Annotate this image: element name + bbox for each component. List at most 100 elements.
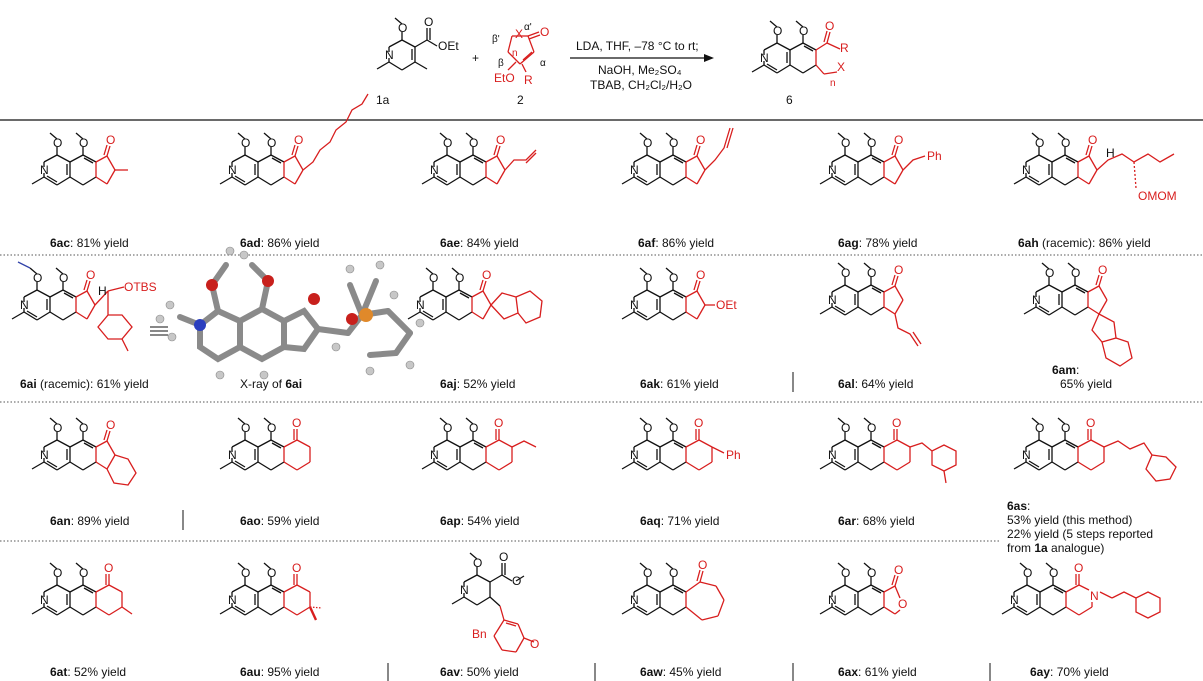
compound-6ah-structure: H OMOM: [1013, 132, 1177, 203]
compound-6ae-structure: [421, 132, 537, 186]
compound-6am-structure: [1023, 262, 1133, 367]
ester-oxygen: O: [424, 15, 433, 29]
caption-6at: 6at: 52% yield: [50, 665, 126, 679]
caption-6ar: 6ar: 68% yield: [838, 514, 915, 528]
benzyl-label: Bn: [472, 627, 487, 641]
plus-sign: +: [472, 51, 479, 65]
caption-6as: 6as:: [1007, 499, 1030, 513]
r-group-label: R: [524, 73, 533, 87]
ring-heteroatom: X: [837, 60, 845, 74]
caption-6av: 6av: 50% yield: [440, 665, 519, 679]
methoxy-oxygen: O: [398, 21, 407, 35]
compound-6as-structure: [1013, 415, 1177, 482]
reactant-2-structure: X O EtO R n α' β' β α: [492, 22, 549, 87]
lactone-ring-oxygen: O: [898, 597, 907, 611]
caption-6ag: 6ag: 78% yield: [838, 236, 917, 250]
enone-oxygen: O: [530, 637, 539, 651]
product-6-structure: O R X n: [751, 19, 849, 89]
compound-6aw-structure: O: [621, 558, 725, 621]
caption-6aq: 6aq: 71% yield: [640, 514, 719, 528]
compound-6au-structure: [219, 560, 323, 621]
caption-6au: 6au: 95% yield: [240, 665, 319, 679]
caption-6ac: 6ac: 81% yield: [50, 236, 129, 250]
caption-6ad: 6ad: 86% yield: [240, 236, 319, 250]
reactant-1a-structure: N O O OEt: [376, 15, 459, 71]
row-1-captions: 6ac: 81% yield 6ad: 86% yield 6ae: 84% y…: [50, 236, 1151, 250]
reactant-2-label: 2: [517, 93, 524, 107]
lactam-oxygen: O: [1074, 561, 1083, 575]
beta-label: β: [498, 58, 504, 69]
conditions-line-2: NaOH, Me₂SO₄: [598, 63, 682, 77]
lactam-nitrogen: N: [1090, 589, 1099, 603]
caption-6as-line-1: 53% yield (this method): [1007, 513, 1132, 527]
caption-6an: 6an: 89% yield: [50, 514, 129, 528]
caption-6ax: 6ax: 61% yield: [838, 665, 917, 679]
ester-oxygen: O: [512, 574, 521, 588]
compound-6aj-structure: [407, 267, 543, 324]
stereo-hydrogen-label: H: [1106, 146, 1115, 160]
enone-oxygen: O: [540, 25, 549, 39]
caption-6ay: 6ay: 70% yield: [1030, 665, 1109, 679]
caption-6as-line-2: 22% yield (5 steps reported: [1007, 527, 1153, 541]
x-ray-structure-6ai: [155, 246, 425, 380]
phenyl-label: Ph: [726, 448, 741, 462]
arrow-head: [704, 54, 714, 62]
methoxy-oxygen: O: [473, 556, 482, 570]
conditions-line-3: TBAB, CH₂Cl₂/H₂O: [590, 78, 692, 92]
row-4-captions: 6at: 52% yield 6au: 95% yield 6av: 50% y…: [50, 665, 1109, 679]
enol-ether-label: EtO: [494, 71, 515, 85]
compound-6ai-structure: H OTBS: [11, 261, 157, 352]
ring-nitrogen: N: [385, 48, 394, 62]
compound-6ac-structure: [31, 132, 128, 186]
ethoxy-label: OEt: [716, 298, 737, 312]
row-2: H OTBS: [11, 246, 1133, 380]
compound-6ap-structure: [421, 415, 537, 471]
caption-6ah: 6ah (racemic): 86% yield: [1018, 236, 1151, 250]
stereo-hydrogen-label: H: [98, 284, 107, 298]
ring-nitrogen: N: [460, 583, 469, 597]
omom-label: OMOM: [1138, 189, 1177, 203]
compound-6aq-structure: Ph: [621, 415, 741, 471]
compound-6ao-structure: [219, 415, 311, 471]
ring-size-n: n: [830, 78, 836, 89]
compound-6al-structure: [819, 262, 922, 347]
alpha-label: α: [540, 58, 546, 69]
row-4: N O O O Bn O O: [31, 550, 1161, 653]
caption-6ai: 6ai (racemic): 61% yield: [20, 377, 149, 391]
lactone-carbonyl-oxygen: O: [894, 563, 903, 577]
ketone-oxygen: O: [698, 558, 707, 572]
ketone-oxygen: O: [825, 19, 834, 33]
compound-6ax-structure: O O: [819, 562, 907, 616]
caption-6as-line-3: from 1a analogue): [1007, 541, 1104, 555]
caption-6af: 6af: 86% yield: [638, 236, 714, 250]
conditions-line-1: LDA, THF, –78 °C to rt;: [576, 39, 699, 53]
compound-6ar-structure: [819, 415, 957, 484]
row-2-captions: 6ai (racemic): 61% yield X-ray of 6ai 6a…: [20, 363, 1112, 391]
compound-6ak-structure: OEt: [621, 267, 737, 321]
caption-6ae: 6ae: 84% yield: [440, 236, 519, 250]
compound-6ag-structure: Ph: [819, 132, 942, 186]
compound-6af-structure: [621, 127, 734, 186]
r-group-label: R: [840, 41, 849, 55]
compound-6ad-structure: [219, 93, 369, 186]
reactant-1a-label: 1a: [376, 93, 390, 107]
compound-6at-structure: [31, 560, 133, 616]
row-1: Ph H OMOM: [31, 93, 1177, 203]
compound-6an-structure: [31, 417, 137, 486]
row-3-captions: 6an: 89% yield 6ao: 59% yield 6ap: 54% y…: [50, 499, 1153, 555]
ester-label: OEt: [438, 39, 459, 53]
scheme-header: N O O OEt 1a + X O EtO R: [376, 15, 849, 107]
caption-6ak: 6ak: 61% yield: [640, 377, 719, 391]
caption-6ap: 6ap: 54% yield: [440, 514, 519, 528]
ester-oxygen: O: [499, 550, 508, 564]
product-6-label: 6: [786, 93, 793, 107]
equivalence-sign: [150, 326, 168, 336]
caption-6aw: 6aw: 45% yield: [640, 665, 721, 679]
ring-heteroatom: X: [515, 27, 523, 41]
caption-6ao: 6ao: 59% yield: [240, 514, 319, 528]
caption-6aj: 6aj: 52% yield: [440, 377, 515, 391]
phenyl-label: Ph: [927, 149, 942, 163]
caption-6am: 6am:: [1052, 363, 1079, 377]
compound-6ay-structure: O N: [1001, 561, 1161, 619]
